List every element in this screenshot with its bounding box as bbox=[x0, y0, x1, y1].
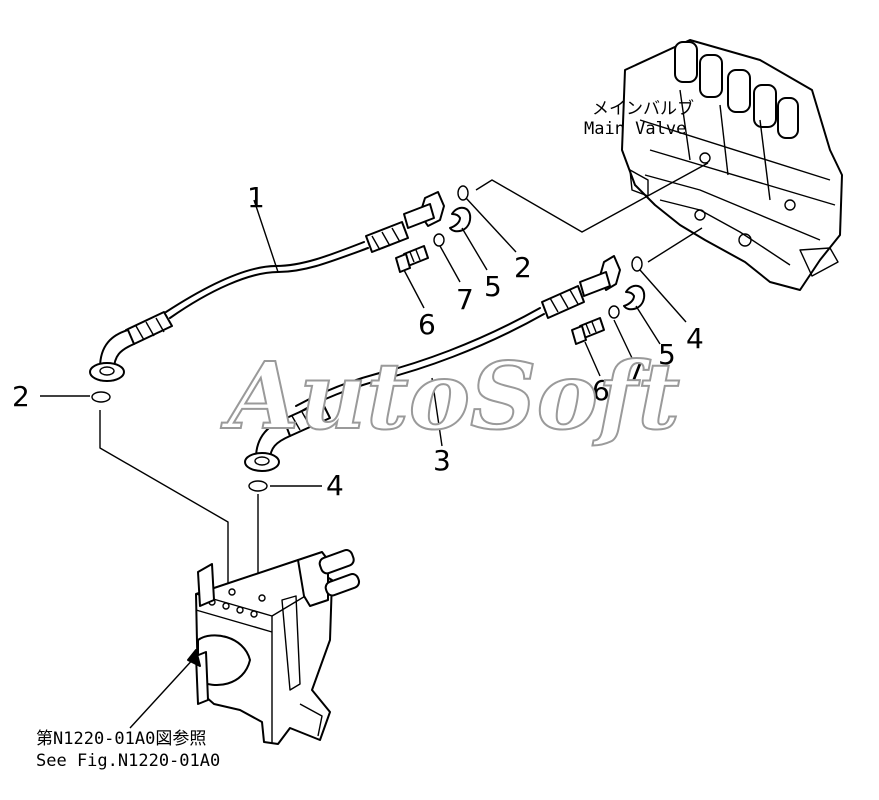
label-5-bottom: 5 bbox=[658, 338, 676, 371]
washer-7-top bbox=[433, 233, 445, 247]
label-6-bottom: 6 bbox=[592, 374, 610, 407]
bolt-6-bottom bbox=[571, 317, 605, 345]
leader-right-to-valve bbox=[647, 227, 703, 263]
main-valve-label-jp: メインバルブ bbox=[592, 98, 694, 119]
oring-2-top bbox=[457, 185, 469, 201]
label-2-left: 2 bbox=[12, 380, 30, 413]
label-1: 1 bbox=[247, 181, 265, 214]
washer-7-bottom bbox=[608, 305, 620, 319]
main-valve-label-en: Main Valve bbox=[584, 119, 686, 139]
label-4-bottom: 4 bbox=[326, 469, 344, 502]
leader-top-to-valve bbox=[475, 162, 709, 233]
half-flange-5-bottom bbox=[623, 284, 646, 311]
reference-arrow bbox=[129, 655, 197, 729]
hose-3 bbox=[244, 255, 621, 472]
label-5-top: 5 bbox=[484, 270, 502, 303]
watermark: AutoSoft bbox=[220, 342, 680, 450]
label-4-right: 4 bbox=[686, 322, 704, 355]
label-7-bottom: 7 bbox=[627, 354, 645, 387]
main-valve-drawing bbox=[621, 39, 843, 291]
oring-4-right bbox=[631, 256, 643, 272]
reference-label-jp: 第N1220-01A0図参照 bbox=[36, 729, 206, 749]
lower-valve-drawing bbox=[195, 549, 361, 745]
leader-left-down bbox=[99, 410, 229, 592]
reference-label-en: See Fig.N1220-01A0 bbox=[36, 751, 220, 771]
half-flange-5-top bbox=[449, 206, 472, 233]
oring-4-bottom bbox=[248, 480, 268, 492]
label-2-top: 2 bbox=[514, 251, 532, 284]
label-7-top: 7 bbox=[456, 283, 474, 316]
bolt-6-top bbox=[395, 245, 429, 273]
label-6-top: 6 bbox=[418, 308, 436, 341]
label-3: 3 bbox=[433, 444, 451, 477]
oring-2-left bbox=[91, 391, 111, 403]
